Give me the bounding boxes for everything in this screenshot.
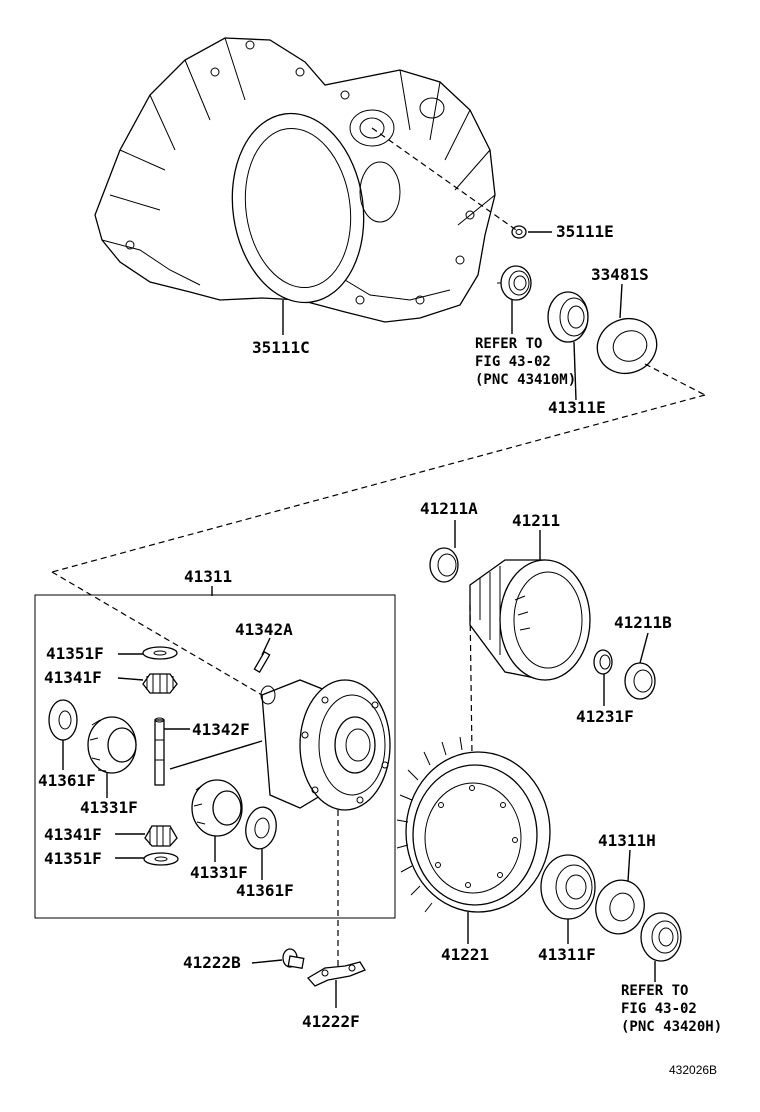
refer-to-pnc-1: (PNC 43410M) (475, 372, 576, 388)
ring-gear-drawing (396, 736, 551, 913)
label-41351f-top: 41351F (46, 644, 104, 663)
label-41311e: 41311E (548, 398, 606, 417)
label-41222b: 41222B (183, 953, 241, 972)
shim-33481s-drawing (596, 317, 658, 375)
figure-number: 432026B (669, 1063, 717, 1077)
label-41221: 41221 (441, 945, 489, 964)
label-41342a: 41342A (235, 620, 293, 639)
side-washer-bottom-drawing (245, 806, 277, 850)
bolt-41222b-drawing (282, 948, 305, 970)
bearing-41311e-drawing (547, 291, 589, 343)
label-41311: 41311 (184, 567, 232, 586)
pinion-gear-top-drawing (142, 673, 178, 694)
pinion-shaft-drawing (154, 717, 165, 786)
label-41222f: 41222F (302, 1012, 360, 1031)
refer-to-label-2: REFER TO (621, 983, 688, 999)
label-41231f: 41231F (576, 707, 634, 726)
bush-41231f-drawing (593, 649, 613, 675)
thrust-washer-top-drawing (142, 646, 178, 660)
label-35111c: 35111C (252, 338, 310, 357)
side-gear-left-drawing (87, 716, 137, 774)
label-41211a: 41211A (420, 499, 478, 518)
thrust-washer-bottom-drawing (143, 852, 179, 866)
label-41331f-bottom: 41331F (190, 863, 248, 882)
pin-41342a-drawing (253, 650, 271, 674)
label-41311f: 41311F (538, 945, 596, 964)
label-41341f-bottom: 41341F (44, 825, 102, 844)
label-41341f-top: 41341F (44, 668, 102, 687)
refer-to-fig-2: FIG 43-02 (621, 1001, 697, 1017)
differential-assembly-frame (34, 594, 396, 919)
refer-to-label-1: REFER TO (475, 336, 542, 352)
side-washer-left-drawing (48, 699, 78, 741)
label-41331f-left: 41331F (80, 798, 138, 817)
bearing-41211a-drawing (429, 547, 459, 583)
differential-case-drawing (260, 679, 391, 811)
transaxle-housing-drawing (94, 37, 496, 323)
refer-to-fig-1: FIG 43-02 (475, 354, 551, 370)
differential-housing-drawing (469, 559, 591, 681)
oil-seal-left-drawing (497, 265, 532, 301)
bearing-41311f-drawing (540, 854, 596, 920)
label-41361f-left: 41361F (38, 771, 96, 790)
pinion-gear-bottom-drawing (144, 825, 178, 847)
label-35111e: 35111E (556, 222, 614, 241)
leader-lines (62, 231, 656, 1008)
label-33481s: 33481S (591, 265, 649, 284)
side-gear-bottom-drawing (191, 779, 243, 837)
label-41351f-bottom: 41351F (44, 849, 102, 868)
bearing-41211b-drawing (624, 662, 656, 700)
label-41211: 41211 (512, 511, 560, 530)
label-41361f-bottom: 41361F (236, 881, 294, 900)
shim-41311h-drawing (595, 879, 645, 935)
lock-plate-41222f-drawing (306, 961, 366, 987)
label-41311h: 41311H (598, 831, 656, 850)
label-41211b: 41211B (614, 613, 672, 632)
oil-seal-right-drawing (640, 912, 682, 962)
dashed-alignment-lines (51, 127, 706, 966)
refer-to-pnc-2: (PNC 43420H) (621, 1019, 722, 1035)
label-41342f: 41342F (192, 720, 250, 739)
